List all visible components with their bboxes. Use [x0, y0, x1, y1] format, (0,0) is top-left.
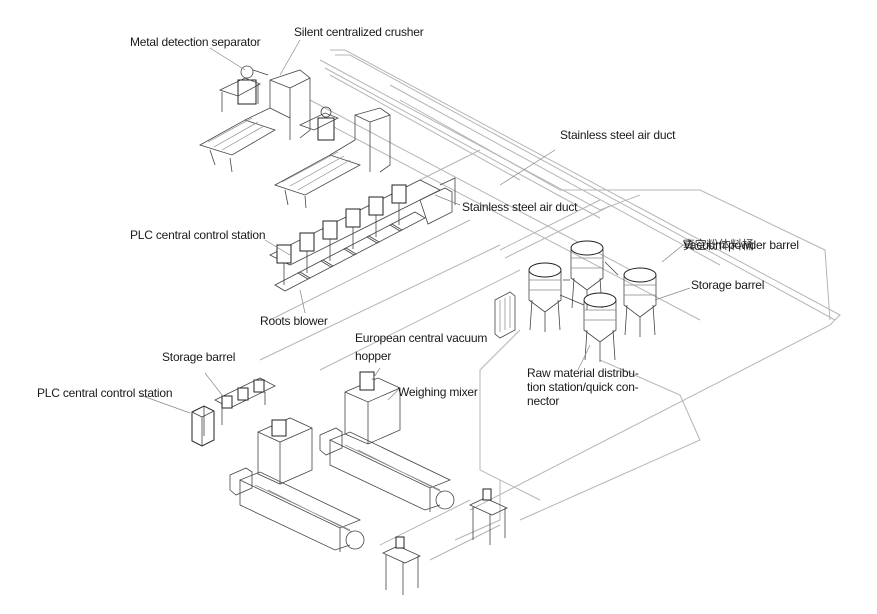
leader-lines: [139, 39, 691, 414]
upper-crusher-line-2: [274, 106, 391, 209]
label-silent-centralized-crusher: Silent centralized crusher: [294, 25, 424, 39]
label-stainless-steel-air-duct-lower: Stainless steel air duct: [462, 200, 578, 214]
lower-plc-cabinet: [191, 405, 215, 447]
label-vacuum-powder-barrel-overlay: 真空粉体料桶: [683, 238, 754, 252]
air-duct-network: [259, 49, 841, 561]
distribution-station: [494, 291, 516, 339]
storage-barrel-cluster: [528, 240, 657, 362]
label-roots-blower: Roots blower: [260, 314, 328, 328]
label-european-central-vacuum: European central vacuum: [355, 331, 488, 345]
label-plc-central-control-station-bottom: PLC central control station: [37, 386, 173, 400]
label-raw-material-line-1: Raw material distribu-: [527, 366, 639, 380]
label-raw-material-line-2: tion station/quick con-: [527, 380, 639, 394]
label-plc-central-control-station-top: PLC central control station: [130, 228, 266, 242]
roots-blower-row: [269, 177, 456, 292]
label-storage-barrel-left: Storage barrel: [162, 350, 236, 364]
extruder-line-2: [319, 371, 455, 512]
label-raw-material-line-3: nector: [527, 394, 560, 408]
extruder-line-1: [229, 417, 365, 552]
label-metal-detection-separator: Metal detection separator: [130, 35, 261, 49]
label-stainless-steel-air-duct-upper: Stainless steel air duct: [560, 128, 676, 142]
control-stand-1: [382, 536, 421, 595]
label-vacuum-powder-barrel: Vacuum powder barrel: [683, 238, 799, 252]
label-european-central-vacuum-hopper: hopper: [355, 349, 392, 363]
label-storage-barrel-right: Storage barrel: [691, 278, 765, 292]
label-weighing-mixer: Weighing mixer: [398, 385, 478, 399]
lower-storage-barrels: [214, 377, 276, 425]
upper-crusher-line-1: [198, 65, 311, 173]
control-stand-2: [469, 488, 508, 545]
